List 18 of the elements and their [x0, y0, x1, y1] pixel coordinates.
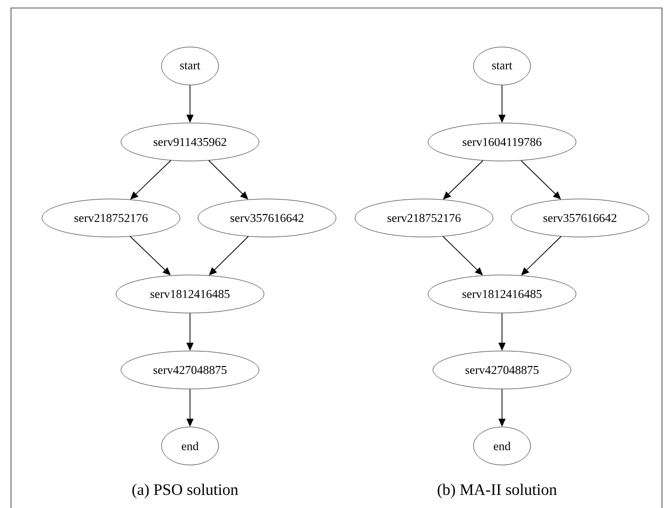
ellipse-node: serv218752176 [354, 198, 494, 238]
ellipse-node: end [161, 426, 219, 466]
ellipse-node: start [473, 46, 531, 86]
caption: (b) MA-II solution [438, 484, 557, 498]
ellipse-node: serv1604119786 [428, 122, 576, 162]
ellipse-node: serv427048875 [120, 350, 260, 390]
ellipse-node: serv357616642 [198, 198, 336, 238]
arrow [442, 236, 483, 276]
ellipse-node: serv427048875 [432, 350, 572, 390]
ellipse-node: serv911435962 [120, 122, 260, 162]
caption: (a) PSO solution [132, 484, 238, 498]
ellipse-node: end [473, 426, 531, 466]
ellipse-node: start [161, 46, 219, 86]
ellipse-node: serv218752176 [42, 198, 180, 238]
ellipse-node: serv1812416485 [428, 274, 576, 314]
ellipse-node: serv357616642 [510, 198, 650, 238]
arrow [521, 236, 562, 276]
ellipse-node: serv1812416485 [116, 274, 264, 314]
